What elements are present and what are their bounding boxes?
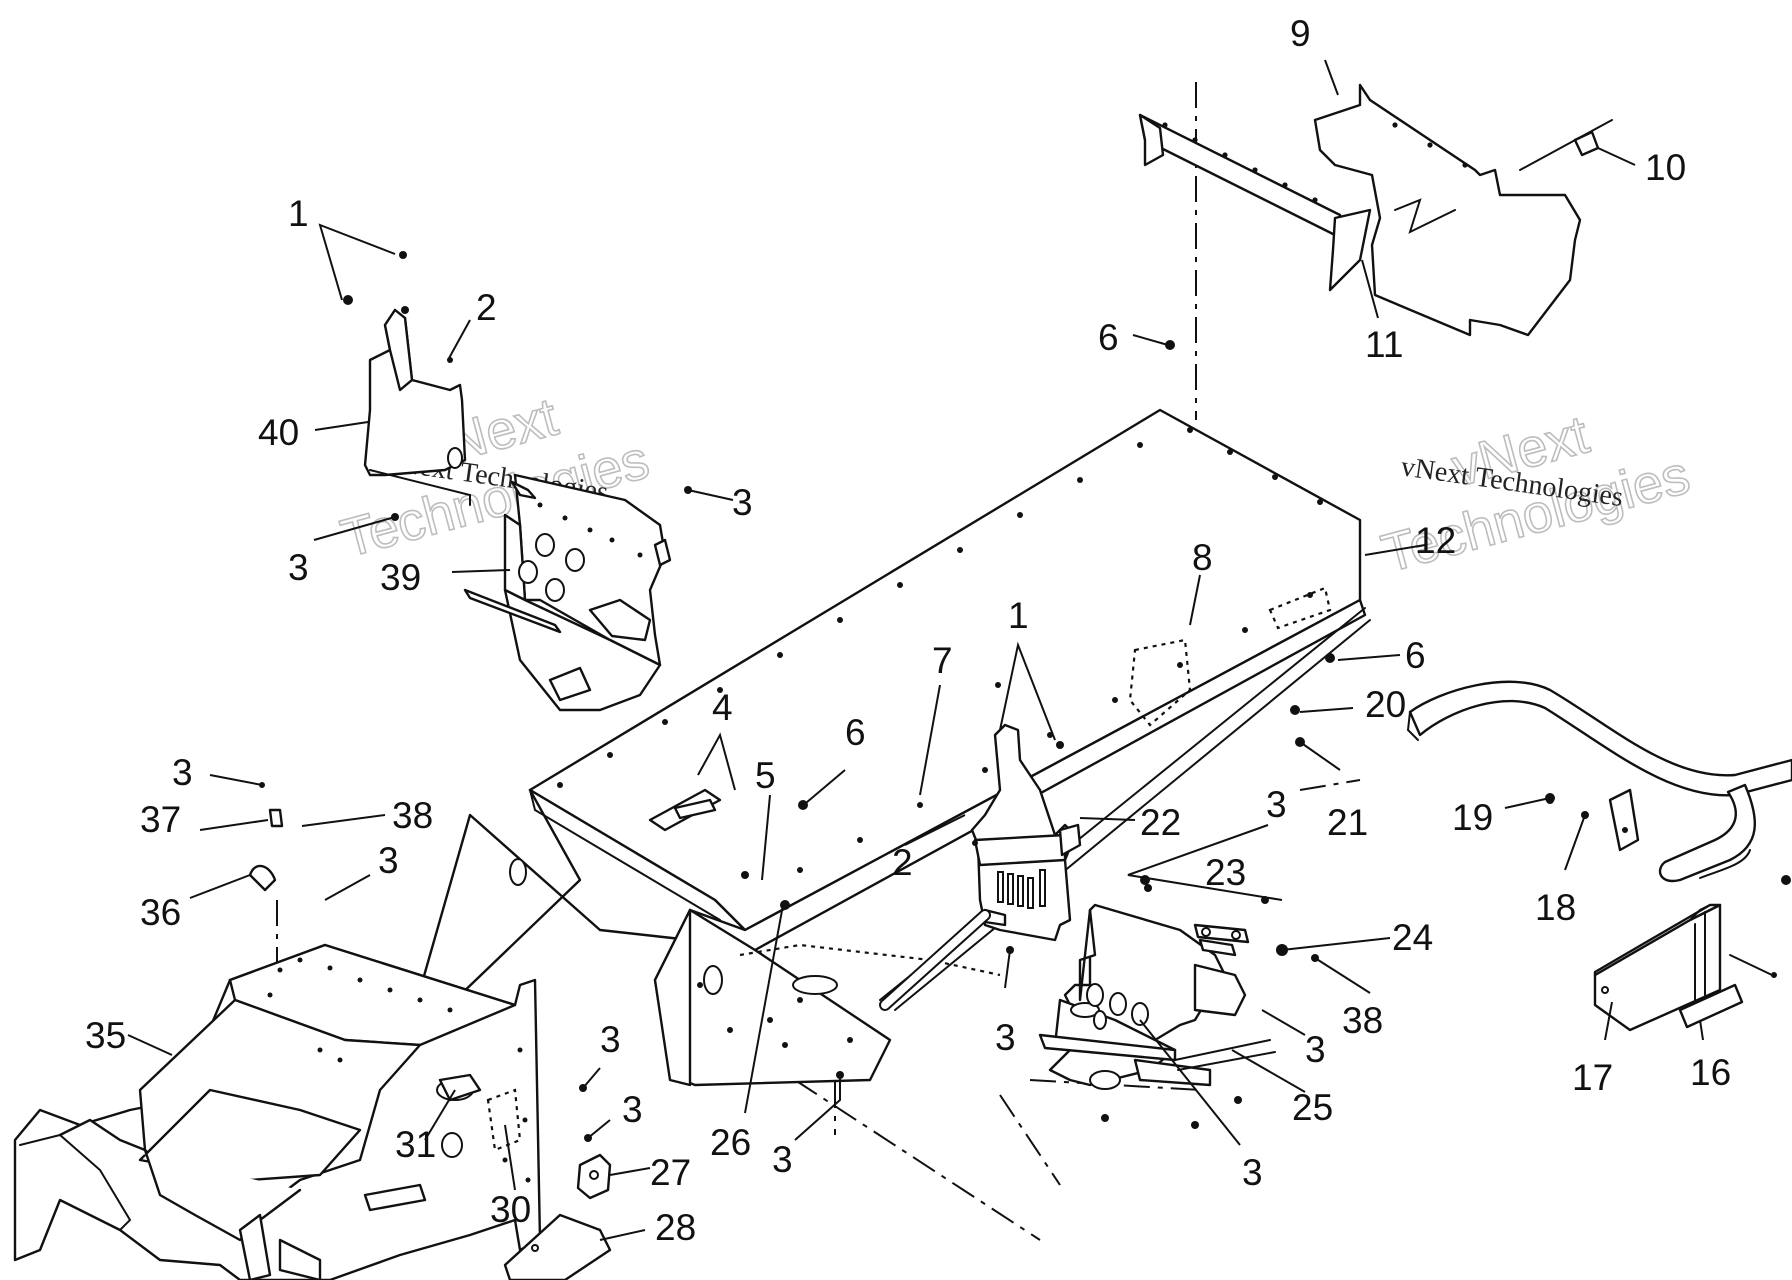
callout-25: 25 [1292, 1087, 1333, 1128]
callout-3k: 3 [622, 1089, 643, 1130]
callout-36: 36 [140, 892, 181, 933]
callout-10: 10 [1645, 147, 1686, 188]
callout-3g: 3 [772, 1139, 793, 1180]
spacer-part-23 [1193, 923, 1250, 944]
left-mounting-bracket [463, 473, 672, 712]
callout-labels: 1 2 40 3 3 39 9 10 11 6 12 8 6 20 21 1 7… [85, 13, 1731, 1248]
callout-3c: 3 [1266, 784, 1287, 825]
callout-12: 12 [1415, 520, 1456, 561]
right-mounting-bracket [1038, 903, 1276, 1090]
lower-chassis [13, 943, 542, 1280]
callout-7: 7 [932, 640, 953, 681]
callout-23: 23 [1205, 852, 1246, 893]
callout-6c: 6 [845, 712, 866, 753]
callout-38a: 38 [1342, 1000, 1383, 1041]
callout-6a: 6 [1098, 317, 1119, 358]
callout-40: 40 [258, 412, 299, 453]
leader-lines [127, 59, 1704, 1241]
callout-37: 37 [140, 799, 181, 840]
callout-35: 35 [85, 1015, 126, 1056]
callout-9: 9 [1290, 13, 1311, 54]
plate-28 [503, 1213, 612, 1280]
callout-5: 5 [755, 755, 776, 796]
callout-2a: 2 [476, 287, 497, 328]
callout-3j: 3 [600, 1019, 621, 1060]
rear-handle-rail [1406, 680, 1792, 885]
callout-6b: 6 [1405, 635, 1426, 676]
rod [879, 909, 991, 1011]
callout-8: 8 [1192, 537, 1213, 578]
callout-2b: 2 [892, 842, 913, 883]
callout-31: 31 [395, 1124, 436, 1165]
callout-3h: 3 [172, 752, 193, 793]
callout-3i: 3 [378, 840, 399, 881]
callout-1a: 1 [288, 193, 309, 234]
tube-and-pad [1593, 903, 1777, 1032]
clamp-36-37 [248, 782, 284, 892]
callout-20: 20 [1365, 684, 1406, 725]
callout-3e: 3 [1242, 1152, 1263, 1193]
callout-22: 22 [1140, 802, 1181, 843]
callout-3b: 3 [288, 547, 309, 588]
callout-19: 19 [1452, 797, 1493, 838]
callout-16: 16 [1690, 1052, 1731, 1093]
callout-26: 26 [710, 1122, 751, 1163]
callout-17: 17 [1572, 1057, 1613, 1098]
center-bracket [970, 682, 1082, 942]
rear-bracket-assembly [1138, 83, 1613, 337]
callout-27: 27 [650, 1152, 691, 1193]
callout-3d: 3 [1305, 1029, 1326, 1070]
callout-30: 30 [490, 1189, 531, 1230]
callout-39: 39 [380, 557, 421, 598]
callout-1b: 1 [1008, 595, 1029, 636]
upper-left-bracket [343, 251, 471, 506]
callout-28: 28 [655, 1207, 696, 1248]
callout-21: 21 [1327, 802, 1368, 843]
callout-4: 4 [712, 687, 733, 728]
callout-11: 11 [1365, 324, 1403, 365]
callout-18: 18 [1535, 887, 1576, 928]
callout-24: 24 [1392, 917, 1433, 958]
callout-3a: 3 [732, 482, 753, 523]
callout-38b: 38 [392, 795, 433, 836]
callout-3f: 3 [995, 1017, 1016, 1058]
pad-27 [576, 1153, 612, 1200]
